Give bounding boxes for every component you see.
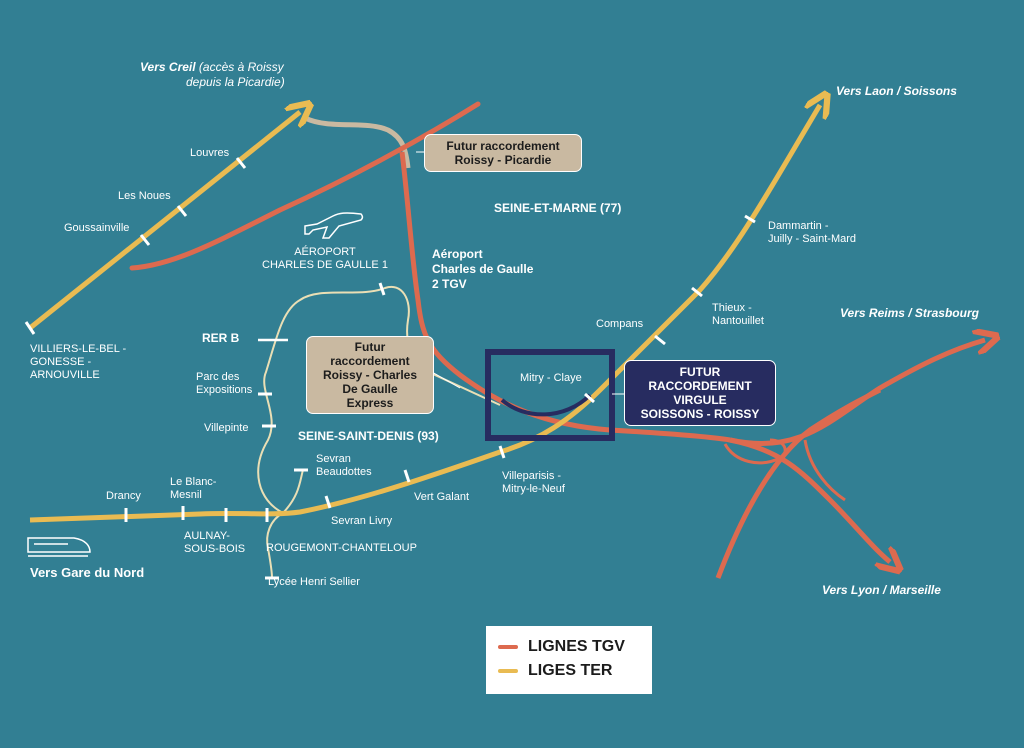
station-aulnay: AULNAY- SOUS-BOIS xyxy=(184,530,246,555)
tgv-loop xyxy=(723,438,787,465)
station-mitry-claye: Mitry - Claye xyxy=(520,372,582,384)
train-icon xyxy=(27,537,91,557)
station-dammartin: Dammartin - Juilly - Saint-Mard xyxy=(768,220,857,245)
station-villiers: VILLIERS-LE-BEL - GONESSE - ARNOUVILLE xyxy=(30,343,127,381)
legend-label-tgv: LIGNES TGV xyxy=(528,638,625,655)
station-parc-expo: Parc des Expositions xyxy=(196,371,253,396)
legend: LIGNES TGV LIGES TER xyxy=(486,626,652,694)
station-les-noues: Les Noues xyxy=(118,190,171,202)
future-virgule-box: FUTUR RACCORDEMENT VIRGULE SOISSONS - RO… xyxy=(624,360,776,426)
station-lycee: Lycée Henri Sellier xyxy=(268,576,360,588)
future-virgule-curve xyxy=(500,393,592,417)
legend-label-ter: LIGES TER xyxy=(528,662,613,679)
tgv-north-line xyxy=(129,101,481,271)
direction-reims: Vers Reims / Strasbourg xyxy=(840,306,979,320)
station-thieux: Thieux - Nantouillet xyxy=(712,302,764,327)
tgv-lyon-branch xyxy=(729,437,890,562)
station-compans: Compans xyxy=(596,318,644,330)
station-vert-galant: Vert Galant xyxy=(414,491,470,503)
station-drancy: Drancy xyxy=(106,490,141,502)
rer-b-link xyxy=(282,469,304,514)
legend-swatch-tgv xyxy=(498,645,518,649)
legend-row-ter: LIGES TER xyxy=(498,662,612,680)
direction-creil-sub: depuis la Picardie) xyxy=(186,75,285,89)
ter-main-line xyxy=(29,105,820,523)
station-villepinte: Villepinte xyxy=(204,422,249,434)
direction-gare-du-nord: Vers Gare du Nord xyxy=(30,565,145,580)
station-rougemont: ROUGEMONT-CHANTELOUP xyxy=(266,542,417,554)
direction-lyon: Vers Lyon / Marseille xyxy=(822,583,941,597)
legend-row-tgv: LIGNES TGV xyxy=(498,638,625,656)
tgv-interconnect-curve xyxy=(715,387,882,579)
airport-cdg2-label: Aéroport Charles de Gaulle 2 TGV xyxy=(432,247,534,291)
future-cdg-express-box: Futur raccordement Roissy - Charles De G… xyxy=(306,336,434,414)
station-sevran-livry: Sevran Livry xyxy=(331,515,393,527)
legend-swatch-ter xyxy=(498,669,518,673)
ter-creil-line xyxy=(28,112,300,330)
airport-cdg1-label: AÉROPORT CHARLES DE GAULLE 1 xyxy=(262,246,388,271)
direction-laon: Vers Laon / Soissons xyxy=(836,84,957,98)
rer-b-branch xyxy=(266,512,284,579)
future-picardie-connection xyxy=(303,115,411,169)
tgv-cdg-line xyxy=(399,151,731,443)
direction-creil: Vers Creil (accès à Roissy xyxy=(140,60,284,74)
station-le-blanc-mesnil: Le Blanc- Mesnil xyxy=(170,476,217,501)
station-ticks xyxy=(24,157,756,580)
virgule-highlight-box xyxy=(485,349,615,441)
future-picardie-box: Futur raccordement Roissy - Picardie xyxy=(424,134,582,172)
station-louvres: Louvres xyxy=(190,147,230,159)
rer-b-line xyxy=(257,285,501,514)
airplane-icon xyxy=(304,212,364,239)
cdg-express-pointer xyxy=(431,371,461,389)
region-seine-saint-denis: SEINE-SAINT-DENIS (93) xyxy=(298,429,439,443)
station-villeparisis: Villeparisis - Mitry-le-Neuf xyxy=(502,470,565,495)
station-sevran-beaudottes: Sevran Beaudottes xyxy=(316,453,372,478)
rer-b-label: RER B xyxy=(202,331,240,345)
region-seine-et-marne: SEINE-ET-MARNE (77) xyxy=(494,201,622,215)
tgv-south-loop xyxy=(803,439,846,502)
station-goussainville: Goussainville xyxy=(64,222,130,234)
